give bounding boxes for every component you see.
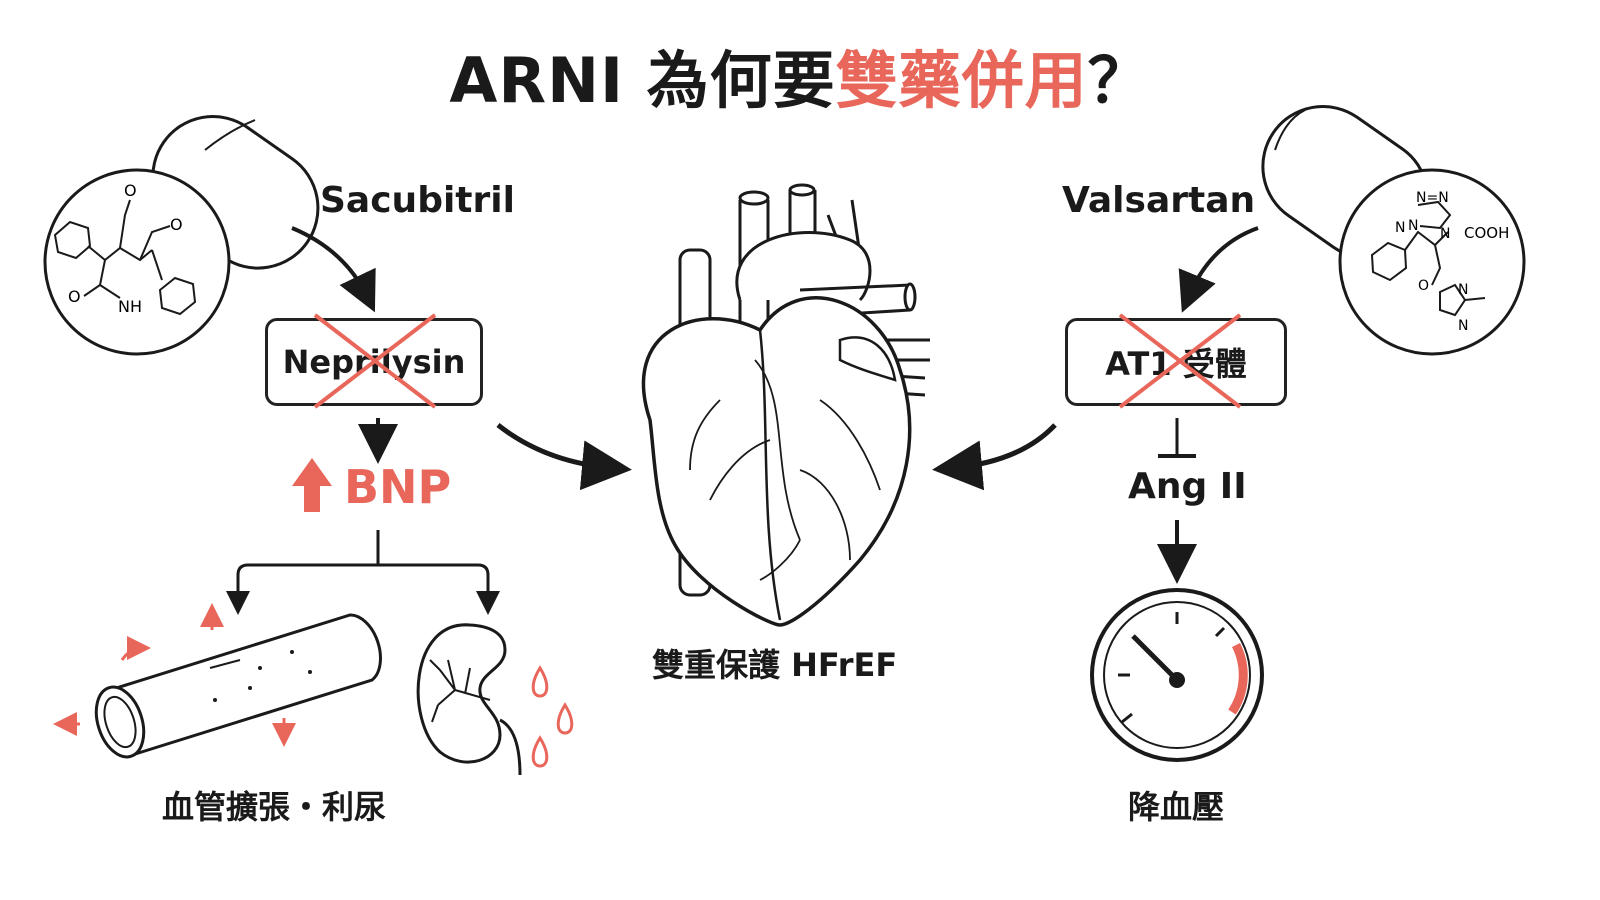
title-end: ？ — [1087, 44, 1151, 117]
mol-right-cooh: COOH — [1464, 224, 1509, 242]
molecule-left-icon: O O O NH — [43, 168, 231, 356]
mol-right-n6: N — [1458, 318, 1468, 334]
target-label-at1: AT1 受體 — [1105, 345, 1247, 383]
mol-right-n2: N — [1408, 218, 1418, 234]
inhibition-marker — [1158, 418, 1196, 458]
drug-label-valsartan: Valsartan — [1062, 180, 1256, 221]
page-title: ARNI 為何要雙藥併用？ — [0, 30, 1600, 120]
mol-left-o3: O — [68, 287, 81, 306]
target-label-neprilysin: Neprilysin — [282, 343, 466, 381]
caption-lower-bp: 降血壓 — [1128, 788, 1225, 826]
increase-arrow-icon — [292, 458, 332, 512]
caption-vasodilation-diuresis: 血管擴張・利尿 — [162, 788, 387, 826]
mol-right-n5: N — [1458, 282, 1468, 298]
drug-label-sacubitril: Sacubitril — [320, 180, 515, 221]
caption-dual-protection: 雙重保護 HFrEF — [652, 646, 898, 684]
arrow-sacubitril-to-neprilysin — [291, 226, 376, 313]
blood-vessel-icon — [53, 603, 382, 759]
blood-pressure-gauge-icon — [1090, 588, 1264, 762]
arrow-left-to-heart — [496, 423, 632, 491]
title-main: ARNI 為何要 — [449, 44, 836, 117]
mol-left-nh: NH — [118, 297, 142, 316]
title-accent: 雙藥併用 — [835, 44, 1088, 117]
heart-icon — [641, 183, 930, 627]
mol-left-o2: O — [170, 215, 183, 234]
mol-right-n3: N — [1440, 226, 1450, 242]
target-box-at1-receptor: AT1 受體 — [1065, 318, 1287, 406]
bnp-split-connector — [226, 530, 500, 615]
bnp-label: BNP — [344, 460, 452, 514]
arrow-valsartan-to-at1 — [1178, 226, 1259, 313]
kidney-icon — [416, 623, 574, 776]
mol-right-o: O — [1418, 278, 1429, 294]
ang-ii-label: Ang II — [1128, 466, 1247, 507]
mol-right-n1: N=N — [1416, 190, 1449, 206]
arrow-right-to-heart — [932, 423, 1057, 491]
molecule-right-icon: N=N N N COOH N O N N — [1338, 168, 1526, 356]
mol-left-o1: O — [124, 181, 137, 200]
mol-right-n4: N — [1395, 220, 1405, 236]
target-box-neprilysin: Neprilysin — [265, 318, 483, 406]
